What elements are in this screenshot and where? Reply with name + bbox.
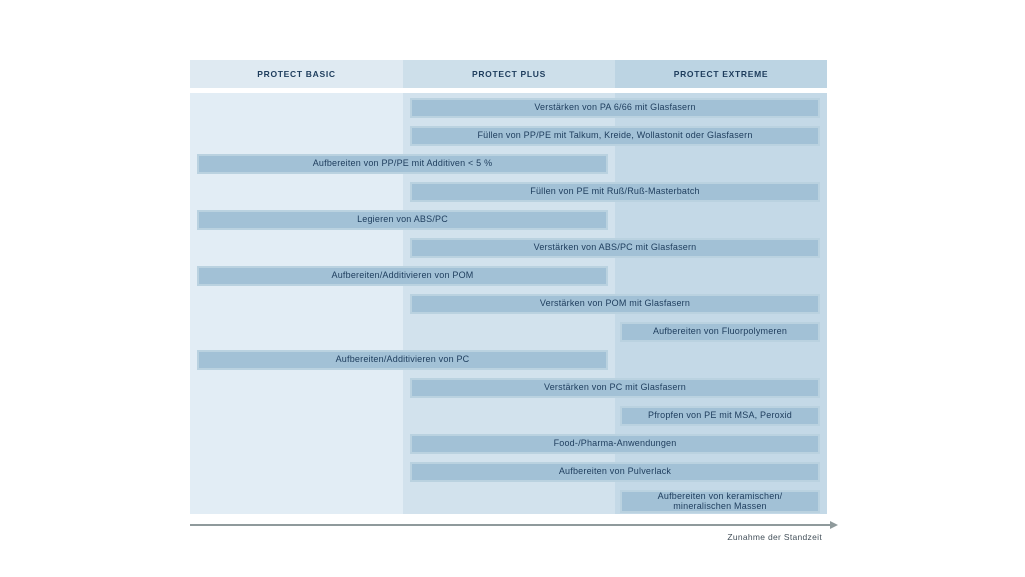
chart-bar-label: Aufbereiten/Additivieren von PC xyxy=(335,354,470,365)
chart-bar: Aufbereiten von Fluorpolymeren xyxy=(620,322,820,342)
column-header-protect-plus: PROTECT PLUS xyxy=(403,60,615,88)
chart-bar-label: Aufbereiten von keramischen/mineralische… xyxy=(657,491,783,511)
chart-bar: Aufbereiten/Additivieren von PC xyxy=(197,350,608,370)
chart-bar: Verstärken von ABS/PC mit Glasfasern xyxy=(410,238,820,258)
chart-bar: Aufbereiten von PP/PE mit Additiven < 5 … xyxy=(197,154,608,174)
chart-bar-label: Aufbereiten von PP/PE mit Additiven < 5 … xyxy=(312,158,493,169)
chart-bar: Legieren von ABS/PC xyxy=(197,210,608,230)
chart-bar: Aufbereiten von Pulverlack xyxy=(410,462,820,482)
chart-bar-label: Verstärken von POM mit Glasfasern xyxy=(539,298,691,309)
chart-bar: Verstärken von PA 6/66 mit Glasfasern xyxy=(410,98,820,118)
chart-bar: Aufbereiten/Additivieren von POM xyxy=(197,266,608,286)
chart-bar: Verstärken von POM mit Glasfasern xyxy=(410,294,820,314)
chart-bar-label: Füllen von PE mit Ruß/Ruß-Masterbatch xyxy=(530,186,700,197)
chart-bar-label: Verstärken von ABS/PC mit Glasfasern xyxy=(533,242,697,253)
chart-bar-label: Füllen von PP/PE mit Talkum, Kreide, Wol… xyxy=(477,130,753,141)
chart-bar: Aufbereiten von keramischen/mineralische… xyxy=(620,490,820,513)
chart-bar-label: Verstärken von PA 6/66 mit Glasfasern xyxy=(534,102,696,113)
chart-bar: Pfropfen von PE mit MSA, Peroxid xyxy=(620,406,820,426)
chart-bar: Food-/Pharma-Anwendungen xyxy=(410,434,820,454)
chart-bar: Füllen von PE mit Ruß/Ruß-Masterbatch xyxy=(410,182,820,202)
x-axis-label: Zunahme der Standzeit xyxy=(727,532,822,542)
chart-bar: Füllen von PP/PE mit Talkum, Kreide, Wol… xyxy=(410,126,820,146)
column-header-row: PROTECT BASIC PROTECT PLUS PROTECT EXTRE… xyxy=(190,60,827,88)
chart-bar-label: Aufbereiten von Fluorpolymeren xyxy=(652,326,788,337)
column-header-protect-extreme: PROTECT EXTREME xyxy=(615,60,827,88)
protect-options-chart: PROTECT BASIC PROTECT PLUS PROTECT EXTRE… xyxy=(190,60,827,514)
chart-bar-label: Aufbereiten von Pulverlack xyxy=(558,466,672,477)
chart-bar-label: Pfropfen von PE mit MSA, Peroxid xyxy=(648,410,792,421)
chart-bar-label: Aufbereiten/Additivieren von POM xyxy=(331,270,474,281)
chart-bar-label: Verstärken von PC mit Glasfasern xyxy=(544,382,686,393)
chart-bar-label: Legieren von ABS/PC xyxy=(357,214,448,225)
chart-bar-label: Food-/Pharma-Anwendungen xyxy=(553,438,677,449)
column-header-protect-basic: PROTECT BASIC xyxy=(190,60,403,88)
chart-bar: Verstärken von PC mit Glasfasern xyxy=(410,378,820,398)
x-axis-line xyxy=(190,521,838,529)
x-axis-arrowhead-icon xyxy=(830,521,838,529)
